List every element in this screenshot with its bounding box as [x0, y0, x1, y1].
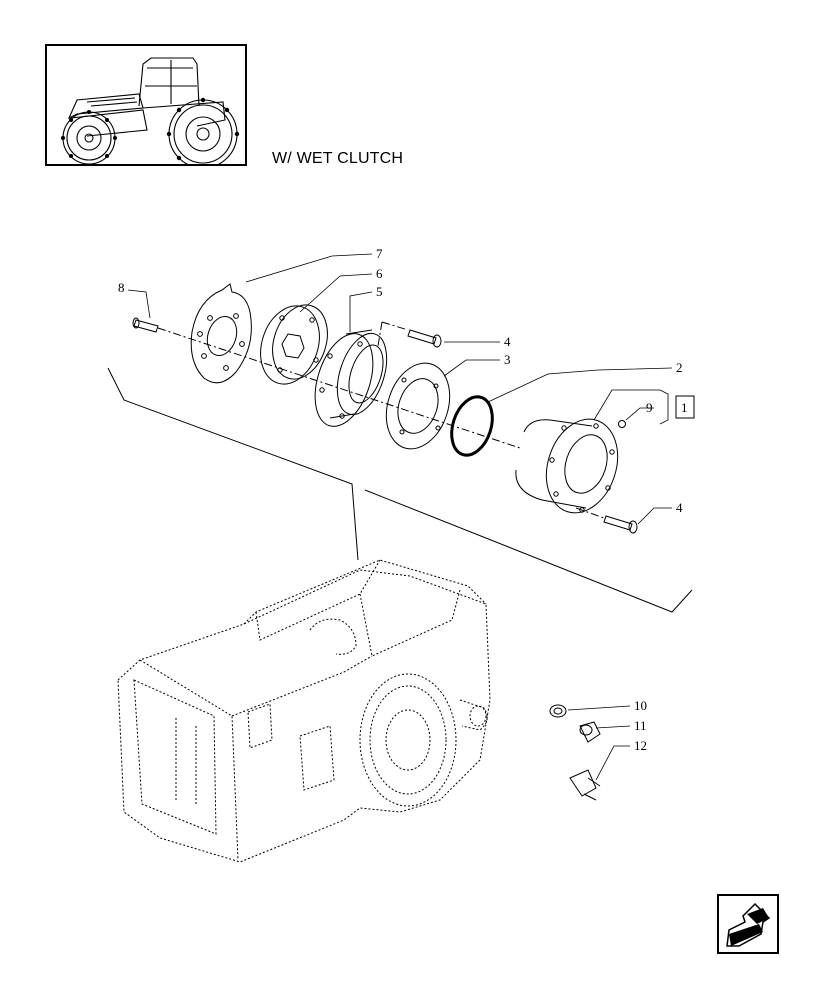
- part-4-bolt-lower: [603, 515, 638, 534]
- part-1-box: [675, 395, 695, 419]
- callout-4-lower: 4: [676, 500, 683, 515]
- leader-lines: [127, 253, 673, 781]
- previous-page-button[interactable]: [717, 894, 779, 954]
- prev-page-arrow-icon: [726, 902, 771, 947]
- callout-12: 12: [634, 738, 647, 753]
- callout-9: 9: [646, 400, 653, 415]
- callout-5: 5: [376, 284, 383, 299]
- diagram-caption: W/ WET CLUTCH: [272, 150, 404, 167]
- part-10-washer: [549, 704, 567, 718]
- callout-10: 10: [634, 698, 647, 713]
- part-4-bolt-upper: [407, 329, 442, 348]
- part-12-sensor: [569, 769, 601, 801]
- part-2-o-ring: [450, 395, 494, 457]
- tractor-thumbnail: [45, 44, 247, 169]
- part-6-coupling: [260, 304, 328, 385]
- centerlines: [157, 321, 605, 519]
- part-cover-housing: [515, 418, 619, 514]
- transmission-housing: [117, 559, 491, 863]
- group-frame: [107, 367, 693, 613]
- callout-labels: 7 6 5 8 4 3 2 9 1 4 10 11 12: [118, 246, 688, 753]
- callout-3: 3: [504, 352, 511, 367]
- part-9-ball: [618, 420, 626, 428]
- callout-1: 1: [681, 400, 688, 415]
- callout-4-upper: 4: [504, 334, 511, 349]
- part-3-gasket: [385, 362, 451, 450]
- callout-8: 8: [118, 280, 125, 295]
- callout-6: 6: [376, 266, 383, 281]
- tractor-icon: [61, 57, 240, 169]
- part-11-plug: [579, 721, 601, 743]
- callout-11: 11: [634, 718, 647, 733]
- callout-7: 7: [376, 246, 383, 261]
- part-7-gasket: [190, 283, 252, 384]
- part-8-bolt: [132, 317, 159, 333]
- part-5-flange: [314, 329, 388, 427]
- callout-2: 2: [676, 360, 683, 375]
